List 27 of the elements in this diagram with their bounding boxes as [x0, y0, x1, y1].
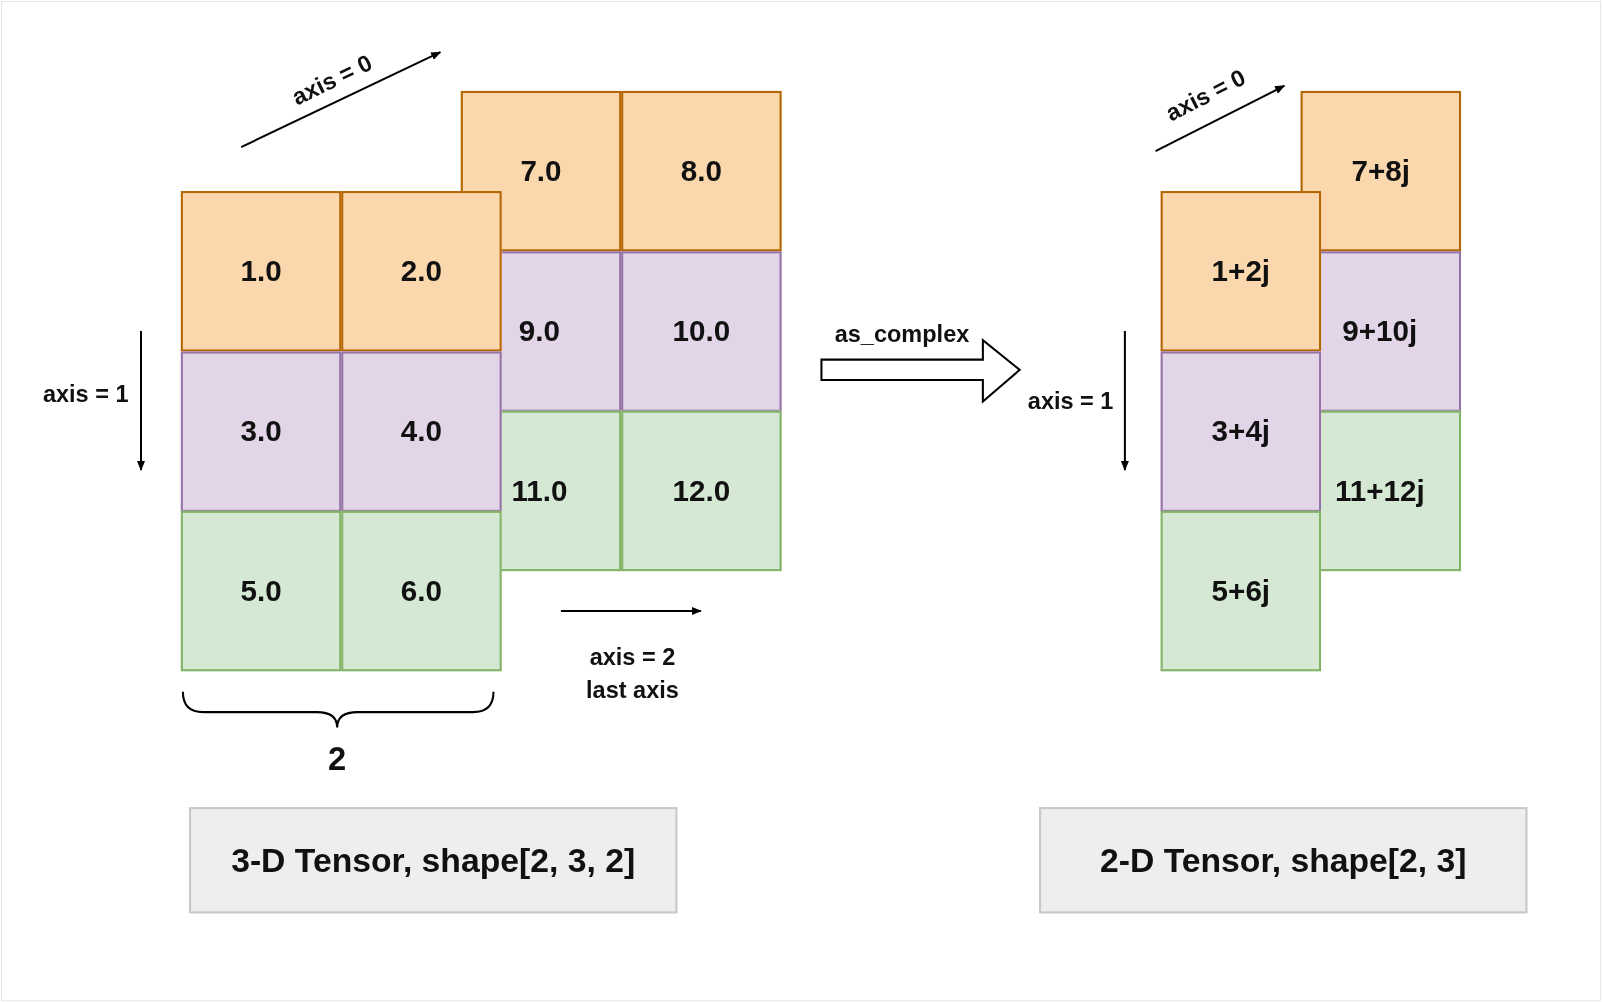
axis-label: axis = 1	[42, 379, 129, 409]
axis-label: axis = 0	[1160, 62, 1251, 129]
tensor-cell: 11+12j	[1321, 410, 1462, 572]
tensor-cell: 3+4j	[1160, 351, 1322, 512]
tensor-cell: 7.0	[460, 90, 622, 252]
tensor-cell: 3.0	[180, 351, 342, 512]
caption-box: 2-D Tensor, shape[2, 3]	[1039, 807, 1528, 914]
tensor-cell: 10.0	[621, 251, 782, 412]
axis-label: axis = 0	[286, 48, 378, 113]
axis-label: as_complex	[834, 319, 970, 350]
tensor-cell: 9.0	[500, 251, 622, 412]
axis-label: axis = 1	[1027, 386, 1114, 416]
axis-label: axis = 2 last axis	[585, 642, 680, 705]
dimension-label: 2	[327, 742, 347, 776]
tensor-cell: 1.0	[180, 191, 342, 352]
caption-box: 3-D Tensor, shape[2, 3, 2]	[189, 807, 678, 914]
tensor-cell: 1+2j	[1160, 191, 1322, 352]
tensor-cell: 5.0	[180, 510, 342, 672]
tensor-cell: 8.0	[621, 90, 782, 252]
tensor-cell: 7+8j	[1300, 90, 1462, 252]
tensor-cell: 4.0	[341, 351, 502, 512]
tensor-cell: 5+6j	[1160, 510, 1322, 672]
tensor-cell: 11.0	[500, 410, 622, 572]
tensor-cell: 9+10j	[1321, 251, 1462, 412]
tensor-cell: 2.0	[341, 191, 502, 352]
tensor-cell: 6.0	[341, 510, 502, 672]
tensor-cell: 12.0	[621, 410, 782, 572]
